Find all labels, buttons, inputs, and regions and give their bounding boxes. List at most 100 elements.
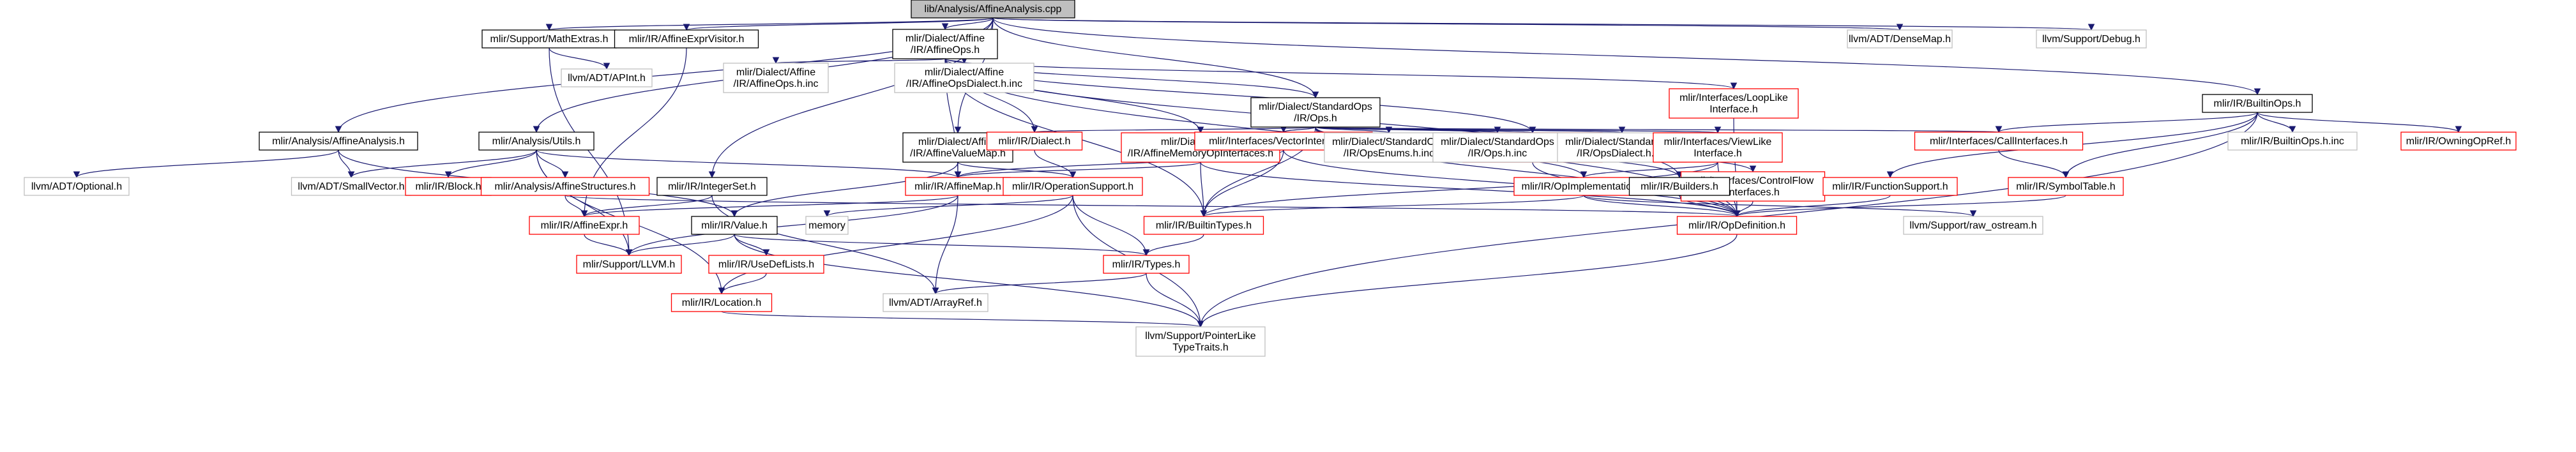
node-label: /IR/AffineOpsDialect.h.inc [906,79,1022,89]
edge-affinememoryop-to-builtintypes [1200,162,1208,218]
node-opsenumsinc[interactable]: mlir/Dialect/StandardOps/IR/OpsEnums.h.i… [1324,132,1454,163]
node-label: mlir/IR/IntegerSet.h [668,181,756,192]
edge-functionsupport-to-opdefinition [1733,195,1891,218]
node-label: mlir/IR/Location.h [682,298,762,308]
node-box [883,293,989,312]
node-root[interactable]: lib/Analysis/AffineAnalysis.cpp [911,0,1075,19]
node-opsinc[interactable]: mlir/Dialect/StandardOps/IR/Ops.h.inc [1432,132,1563,163]
node-box [1135,326,1266,357]
node-label: mlir/Interfaces/VectorInterfaces.h [1209,136,1358,147]
node-box [481,29,617,49]
node-types[interactable]: mlir/IR/Types.h [1103,255,1190,274]
node-opdefinition[interactable]: mlir/IR/OpDefinition.h [1676,216,1798,235]
edge-viewlike-to-opimplementation [1580,162,1718,179]
node-affineopsdialectinc[interactable]: mlir/Dialect/Affine/IR/AffineOpsDialect.… [894,63,1034,93]
node-box [2400,132,2517,151]
node-box [2008,177,2124,196]
edge-affineexpr-to-llvmh [584,234,633,257]
node-apint[interactable]: llvm/ADT/APInt.h [561,68,653,87]
node-builtinops[interactable]: mlir/IR/BuiltinOps.h [2202,94,2313,113]
node-label: mlir/Interfaces/ViewLike [1664,137,1772,147]
node-location[interactable]: mlir/IR/Location.h [671,293,773,312]
node-label: llvm/ADT/DenseMap.h [1849,34,1951,45]
node-label: Interface.h [1693,148,1742,159]
node-analysisutils[interactable]: mlir/Analysis/Utils.h [478,132,595,151]
edge-analysisutils-to-affinestructures [536,149,569,179]
edge-affinemap-to-affineexpr [580,195,958,218]
node-owningopref[interactable]: mlir/IR/OwningOpRef.h [2400,132,2517,151]
edge-root-to-standardops [992,17,1319,99]
node-densemap[interactable]: llvm/ADT/DenseMap.h [1847,29,1953,49]
node-box [1432,132,1563,163]
node-label: mlir/Dialect/Affine [918,137,997,147]
node-rawostream[interactable]: llvm/Support/raw_ostream.h [1903,216,2043,235]
node-standardops[interactable]: mlir/Dialect/StandardOps/IR/Ops.h [1250,97,1381,128]
node-label: mlir/IR/AffineExpr.h [541,220,628,231]
node-label: llvm/Support/PointerLike [1145,331,1256,342]
node-affineops[interactable]: mlir/Dialect/Affine/IR/AffineOps.h [892,29,998,59]
node-builtinopshinc[interactable]: mlir/IR/BuiltinOps.h.inc [2227,132,2358,151]
node-label: mlir/Support/LLVM.h [583,259,676,270]
edge-affinememoryop-to-affinemap [954,162,1201,179]
node-affinestructures[interactable]: mlir/Analysis/AffineStructures.h [480,177,650,196]
node-operationsupport[interactable]: mlir/IR/OperationSupport.h [1003,177,1143,196]
node-box [671,293,773,312]
node-smallvector[interactable]: llvm/ADT/SmallVector.h [291,177,412,196]
node-box [2227,132,2358,151]
node-affineanalysis[interactable]: mlir/Analysis/AffineAnalysis.h [259,132,418,151]
node-debug[interactable]: llvm/Support/Debug.h [2036,29,2147,49]
edge-standardops-to-callinterfaces [1315,125,2001,133]
edge-affinemap-to-llvmh [625,195,958,257]
node-functionsupport[interactable]: mlir/IR/FunctionSupport.h [1822,177,1958,196]
node-box [905,177,1011,196]
node-memory[interactable]: memory [805,216,849,235]
edge-root-to-mathextras [546,17,994,31]
node-affineexpr[interactable]: mlir/IR/AffineExpr.h [529,216,640,235]
edge-dialect-to-operationsupport [1034,149,1077,179]
node-label: llvm/ADT/APInt.h [568,73,646,84]
node-mathextras[interactable]: mlir/Support/MathExtras.h [481,29,617,49]
edge-opimplementation-to-builtintypes [1200,195,1584,218]
node-callinterfaces[interactable]: mlir/Interfaces/CallInterfaces.h [1914,132,2084,151]
node-arrayref[interactable]: llvm/ADT/ArrayRef.h [883,293,989,312]
node-usedeflists[interactable]: mlir/IR/UseDefLists.h [708,255,824,274]
node-box [614,29,759,49]
edge-types-to-pointerlike [1146,273,1204,328]
node-symboltable[interactable]: mlir/IR/SymbolTable.h [2008,177,2124,196]
node-builtintypes[interactable]: mlir/IR/BuiltinTypes.h [1143,216,1264,235]
edge-builtinops-to-builtinopshinc [2257,112,2296,133]
node-box [576,255,682,274]
node-label: Interfaces.h [1726,187,1780,198]
node-affinemap[interactable]: mlir/IR/AffineMap.h [905,177,1011,196]
node-integerset[interactable]: mlir/IR/IntegerSet.h [656,177,768,196]
node-box [1250,97,1381,128]
node-dialect[interactable]: mlir/IR/Dialect.h [986,132,1083,151]
node-builders[interactable]: mlir/IR/Builders.h [1628,177,1731,196]
edge-opdefinition-to-pointerlike [1197,234,1738,328]
node-block[interactable]: mlir/IR/Block.h [405,177,492,196]
node-box [259,132,418,151]
node-label: mlir/IR/BuiltinTypes.h [1156,220,1252,231]
node-label: mlir/IR/SymbolTable.h [2016,181,2116,192]
node-box [656,177,768,196]
node-affineexprvisitor[interactable]: mlir/IR/AffineExprVisitor.h [614,29,759,49]
node-label: /IR/OpsEnums.h.inc [1344,148,1434,159]
node-value[interactable]: mlir/IR/Value.h [691,216,778,235]
node-box [561,68,653,87]
node-label: mlir/IR/FunctionSupport.h [1832,181,1948,192]
node-llvmh[interactable]: mlir/Support/LLVM.h [576,255,682,274]
node-label: mlir/IR/BuiltinOps.h [2214,98,2301,109]
node-label: mlir/IR/OperationSupport.h [1012,181,1133,192]
edge-value-to-llvmh [625,234,735,257]
node-label: mlir/Dialect/StandardOps [1332,137,1446,147]
edge-root-to-affineops [941,17,994,31]
node-label: mlir/Dialect/StandardOps [1259,102,1372,112]
edge-builtinops-to-owningopref [2257,112,2462,133]
node-optional[interactable]: llvm/ADT/Optional.h [24,177,130,196]
node-affineopsinc[interactable]: mlir/Dialect/Affine/IR/AffineOps.h.inc [723,63,829,93]
node-label: mlir/Support/MathExtras.h [490,34,609,45]
